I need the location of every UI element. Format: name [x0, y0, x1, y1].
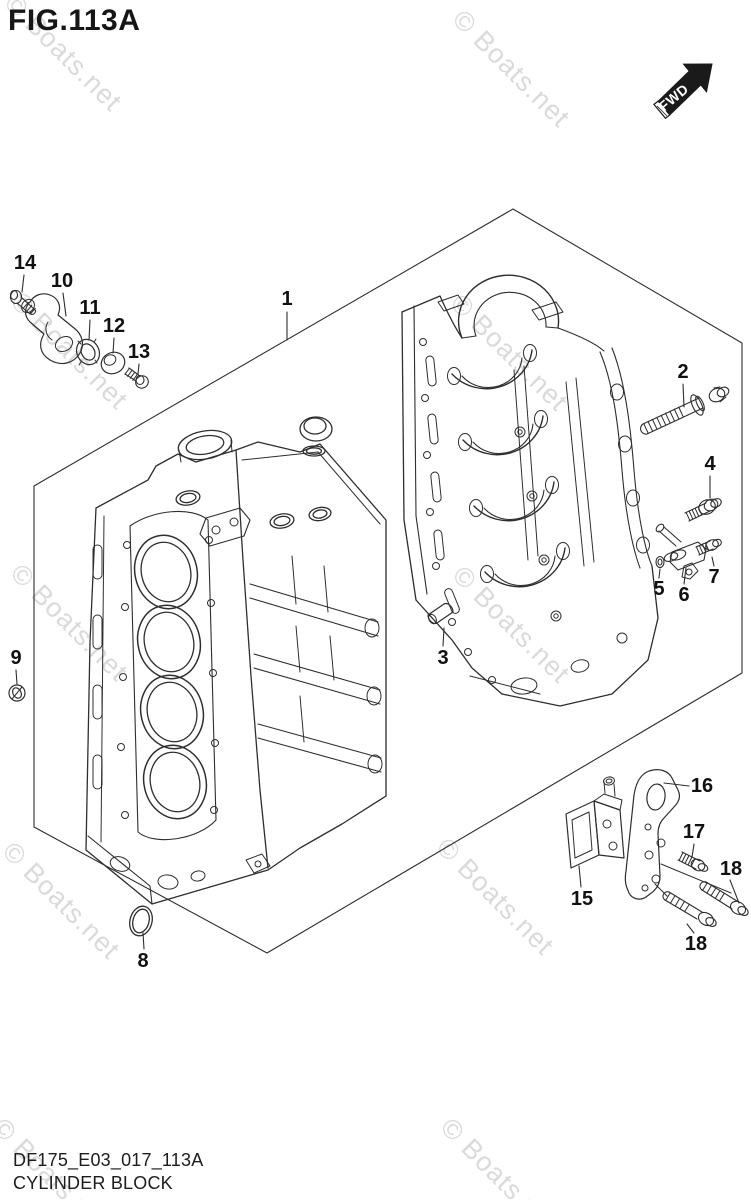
part-callout-1[interactable]: 1: [281, 288, 293, 310]
part-callout-6[interactable]: 6: [678, 584, 690, 606]
part-callout-13[interactable]: 13: [127, 341, 151, 363]
part-16-bracket-plate: [624, 769, 680, 900]
part-18-bolt-lower: [662, 891, 717, 927]
part-18-bolt-upper: [699, 881, 749, 917]
part-callout-3[interactable]: 3: [437, 647, 449, 669]
part-callout-18[interactable]: 18: [719, 858, 743, 880]
part-callout-12[interactable]: 12: [102, 315, 126, 337]
fwd-arrow-face: [657, 63, 713, 116]
part-12-cap: [100, 351, 126, 375]
bolt-thread-ticks: [23, 301, 725, 913]
part-callout-9[interactable]: 9: [10, 647, 22, 669]
figure-title: FIG.113A: [8, 4, 141, 37]
fwd-arrow: FWD: [653, 63, 713, 120]
part-4-bolt: [684, 498, 722, 522]
diagram-enclosure-box: [33, 208, 743, 954]
part-callout-15[interactable]: 15: [570, 888, 594, 910]
drawing-code: DF175_E03_017_113A: [13, 1150, 204, 1170]
cylinder-block-drawing: [85, 416, 387, 905]
part-10-elbow-fitting: [21, 293, 84, 365]
part-callout-18[interactable]: 18: [684, 933, 708, 955]
part-11-seal-ring: [75, 338, 101, 366]
crankcase-drawing: [401, 274, 659, 707]
part-9-plug: [8, 684, 26, 702]
part-8-o-ring: [129, 905, 153, 937]
part-callout-16[interactable]: 16: [690, 775, 714, 797]
part-15-bracket: [565, 776, 625, 869]
part-13-bolt: [124, 367, 149, 389]
part-callout-2[interactable]: 2: [677, 361, 689, 383]
part-7-bolt: [695, 538, 722, 556]
part-callout-8[interactable]: 8: [137, 950, 149, 972]
figure-name: CYLINDER BLOCK: [13, 1173, 173, 1193]
part-callout-14[interactable]: 14: [13, 252, 37, 274]
part-callout-7[interactable]: 7: [708, 566, 720, 588]
part-3-dowel-pin: [427, 602, 454, 625]
part-6-union-fitting: [655, 523, 707, 580]
part-callout-4[interactable]: 4: [704, 453, 716, 475]
part-callout-5[interactable]: 5: [653, 578, 665, 600]
part-5-o-ring: [655, 555, 665, 569]
part-2-bolt: [639, 386, 730, 435]
leader-lines: [15, 274, 740, 950]
part-17-bolt: [677, 851, 709, 872]
part-callout-17[interactable]: 17: [682, 821, 706, 843]
part-callout-10[interactable]: 10: [50, 270, 74, 292]
part-callout-11[interactable]: 11: [79, 297, 101, 319]
